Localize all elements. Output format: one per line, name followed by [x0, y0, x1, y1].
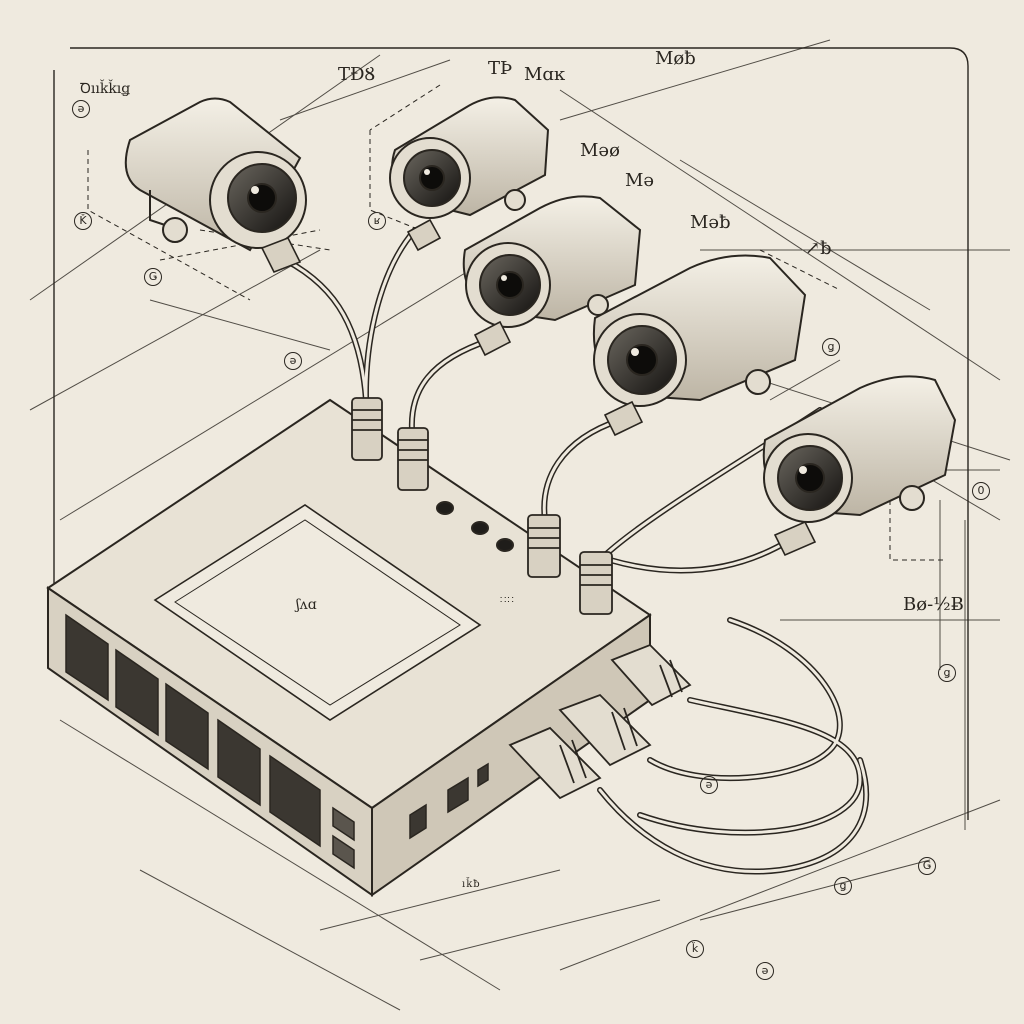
- drafting-frame: [53, 47, 969, 820]
- marker-1: Ǩ: [74, 212, 92, 230]
- marker-6: 0: [972, 482, 990, 500]
- status-leds: [436, 501, 514, 552]
- connector-4: [579, 551, 613, 615]
- marker-12: ə: [700, 776, 718, 794]
- label-top-left: Ꝺııǩǩıǥ: [80, 81, 131, 97]
- side-plug-3: [508, 726, 602, 800]
- marker-10: ǩ: [686, 940, 704, 958]
- camera-3: [462, 195, 642, 328]
- front-ports: [65, 613, 355, 870]
- marker-4: ə: [284, 352, 302, 370]
- label-right: Bø-½Ƀ: [903, 594, 964, 615]
- marker-9: ǥ: [834, 877, 852, 895]
- switch-face-panel: [153, 504, 482, 721]
- switch-side-label: ∷∷: [500, 595, 515, 606]
- label-camera-3b: Mə: [625, 170, 655, 191]
- label-camera-4b: ↗ƀ: [805, 238, 832, 259]
- marker-2: Ǥ: [144, 268, 162, 286]
- side-plug-1: [610, 643, 692, 707]
- label-camera-4: Məƀ: [690, 212, 731, 233]
- camera-2: [389, 96, 550, 219]
- label-camera-2b: Mɑĸ: [524, 64, 565, 85]
- camera-5: [762, 375, 957, 523]
- label-camera-1: TÐȢ: [338, 64, 375, 85]
- label-camera-3: Məø: [580, 140, 620, 161]
- connector-2: [397, 427, 429, 491]
- marker-11: ə: [756, 962, 774, 980]
- label-top-right: Møƀ: [655, 48, 696, 69]
- camera-4: [592, 254, 807, 407]
- camera-boots: [260, 218, 817, 557]
- switch-face-label: ʃʌɑ: [296, 597, 317, 613]
- marker-13: ə: [72, 100, 90, 118]
- connector-1: [351, 397, 383, 461]
- connector-3: [527, 514, 561, 578]
- connectors: [351, 397, 692, 800]
- marker-3: ʁ: [368, 212, 386, 230]
- marker-5: ǥ: [822, 338, 840, 356]
- marker-7: ǥ: [938, 664, 956, 682]
- network-switch: [46, 398, 652, 897]
- label-camera-2: TÞ: [488, 58, 513, 79]
- side-small-label: ıǩƀ: [462, 879, 481, 890]
- camera-1: [124, 97, 307, 252]
- side-plug-2: [558, 693, 652, 767]
- marker-8: Ǥ: [918, 857, 936, 875]
- side-ports: [409, 762, 489, 840]
